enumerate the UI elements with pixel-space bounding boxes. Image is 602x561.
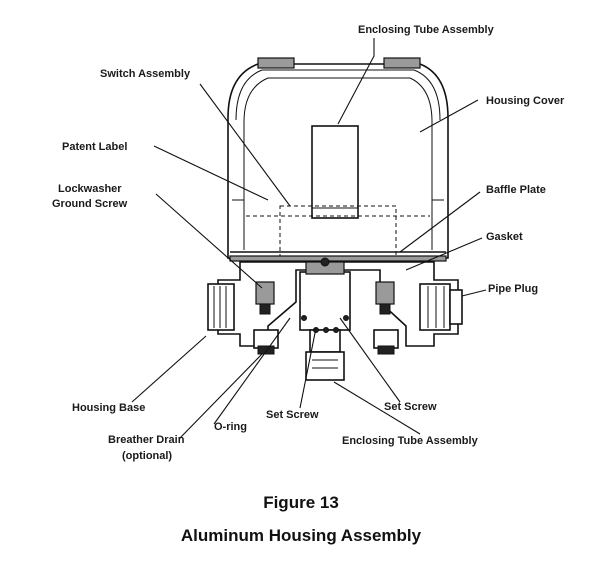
label-pipe-plug: Pipe Plug xyxy=(488,283,538,295)
label-baffle-plate: Baffle Plate xyxy=(486,184,546,196)
figure-number: Figure 13 xyxy=(263,493,339,512)
lower-tube-drawing xyxy=(299,257,351,381)
label-gasket: Gasket xyxy=(486,231,523,243)
enclosing-tube-drawing xyxy=(311,125,359,219)
label-breather-drain-line2: (optional) xyxy=(122,450,172,462)
label-lockwasher-line1: Lockwasher xyxy=(58,183,122,195)
leader-lines xyxy=(131,38,487,439)
label-set-screw-right: Set Screw xyxy=(384,401,437,413)
label-set-screw-left: Set Screw xyxy=(266,409,319,421)
label-lockwasher-line2: Ground Screw xyxy=(52,198,128,210)
housing-base-drawing xyxy=(207,261,463,355)
figure-title: Aluminum Housing Assembly xyxy=(180,526,422,545)
label-o-ring: O-ring xyxy=(214,421,247,433)
label-patent-label: Patent Label xyxy=(62,141,127,153)
label-enclosing-tube-bottom: Enclosing Tube Assembly xyxy=(342,435,479,447)
label-breather-drain-line1: Breather Drain xyxy=(108,434,185,446)
label-enclosing-tube-top: Enclosing Tube Assembly xyxy=(358,24,495,36)
label-housing-cover: Housing Cover xyxy=(486,95,565,107)
label-housing-base: Housing Base xyxy=(72,402,145,414)
label-switch-assembly: Switch Assembly xyxy=(100,68,191,80)
baffle-gasket-drawing xyxy=(229,251,447,262)
